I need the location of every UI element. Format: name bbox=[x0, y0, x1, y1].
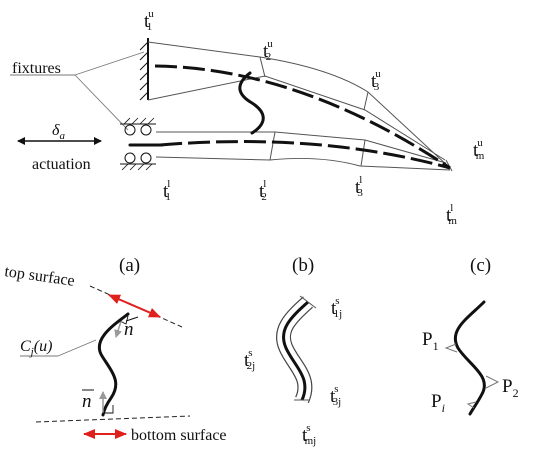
panel-a: top surface n Cj(u) n bottom surface bbox=[3, 263, 226, 444]
strip-end-top bbox=[299, 295, 317, 309]
connecting-spring bbox=[238, 71, 265, 135]
fixture-leader bbox=[10, 51, 145, 131]
panel-b bbox=[276, 295, 317, 404]
lower-beam-outline bbox=[155, 131, 451, 171]
top-surface-label: top surface bbox=[3, 263, 75, 290]
polyline-curve bbox=[453, 300, 486, 416]
normal-label-bottom: n bbox=[82, 391, 92, 412]
right-angle-mark-top bbox=[119, 315, 129, 325]
upper-centerline bbox=[154, 64, 451, 170]
p2-label: P2 bbox=[502, 376, 519, 400]
actuation-label: actuation bbox=[32, 156, 91, 173]
pi-label: Pi bbox=[431, 391, 445, 415]
fixture-wall bbox=[139, 38, 149, 101]
cj-label: Cj(u) bbox=[20, 338, 52, 358]
lower-segment-divider bbox=[269, 131, 276, 161]
right-angle-mark-bottom bbox=[103, 405, 114, 414]
finger-diagram bbox=[10, 38, 453, 172]
cj-leader-diag bbox=[57, 339, 97, 357]
lower-centerline bbox=[159, 140, 451, 170]
strip-centerline bbox=[282, 300, 309, 401]
curve-cj bbox=[98, 312, 130, 417]
control-point-pi bbox=[466, 401, 477, 409]
upper-segment-divider bbox=[259, 56, 266, 78]
upper-segment-divider bbox=[363, 91, 369, 111]
bottom-surface-line bbox=[35, 415, 191, 423]
lower-segment-divider bbox=[360, 139, 366, 167]
tip-edge bbox=[445, 159, 453, 172]
normal-overline-top bbox=[125, 316, 139, 322]
control-point-p1 bbox=[444, 343, 458, 353]
panel-c-label: (c) bbox=[470, 255, 491, 276]
panel-b-label: (b) bbox=[292, 255, 314, 276]
panel-a-label: (a) bbox=[119, 255, 140, 276]
bottom-surface-label: bottom surface bbox=[131, 427, 227, 444]
p1-label: P1 bbox=[422, 329, 439, 353]
roller-support bbox=[120, 117, 156, 171]
upper-beam-outline bbox=[147, 41, 451, 169]
control-point-p2 bbox=[485, 375, 500, 389]
normal-label-top: n bbox=[124, 319, 134, 340]
top-shear-arrow bbox=[108, 294, 161, 318]
delta-a-label: δa bbox=[52, 122, 65, 142]
fixtures-label: fixtures bbox=[12, 60, 61, 77]
panel-c bbox=[444, 300, 500, 416]
